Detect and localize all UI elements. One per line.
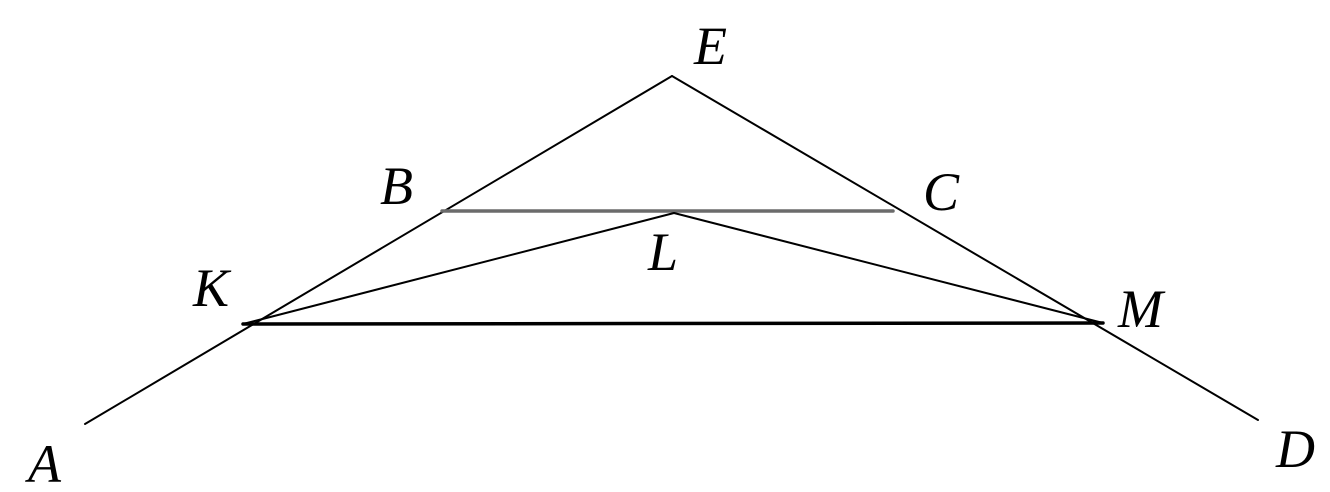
label-D: D — [1275, 419, 1315, 479]
label-M: M — [1117, 279, 1166, 339]
segment-AE — [84, 75, 673, 425]
segment-ED — [671, 75, 1259, 421]
label-C: C — [923, 162, 960, 222]
segment-LM — [673, 212, 1104, 324]
segment-KL — [242, 212, 675, 325]
label-B: B — [380, 156, 413, 216]
label-A: A — [25, 434, 62, 492]
label-E: E — [693, 16, 727, 76]
segment-KM — [241, 321, 1105, 326]
label-K: K — [192, 258, 232, 318]
label-L: L — [647, 222, 678, 282]
